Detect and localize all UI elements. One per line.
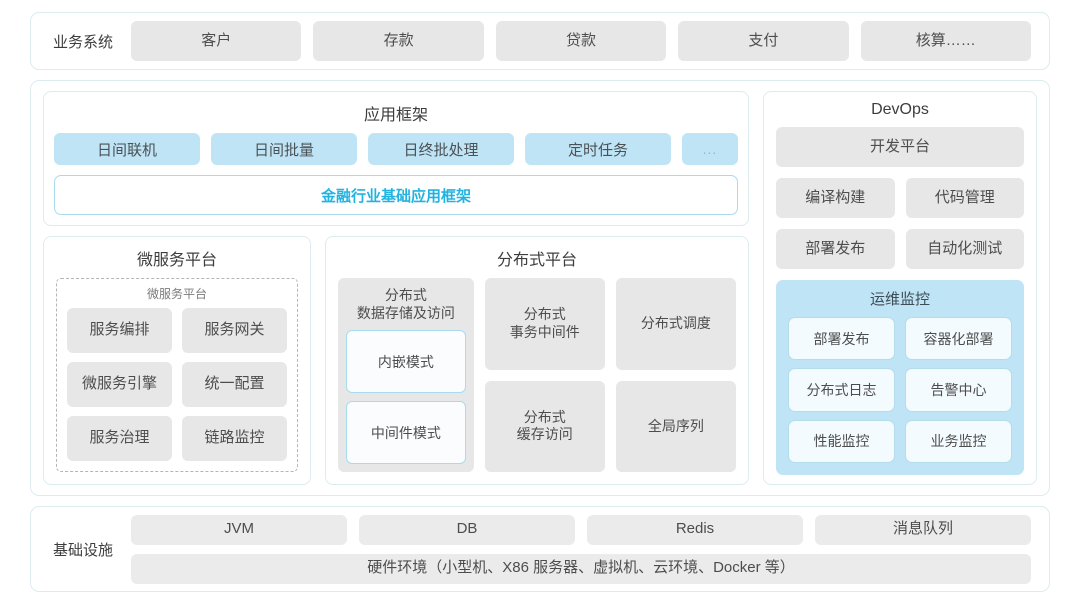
business-system-chip-loan[interactable]: 贷款 (495, 21, 667, 61)
infrastructure-hardware-bar[interactable]: 硬件环境（小型机、X86 服务器、虚拟机、云环境、Docker 等） (131, 553, 1031, 584)
devops-chip-deploy-release[interactable]: 部署发布 (776, 229, 895, 269)
business-system-chip-list: 客户 存款 贷款 支付 核算…… (131, 21, 1037, 61)
microservice-chip-trace-monitor[interactable]: 链路监控 (182, 416, 287, 461)
distributed-data-storage-title-line1: 分布式 (384, 287, 427, 303)
financial-base-framework-box[interactable]: 金融行业基础应用框架 (54, 175, 738, 215)
app-framework-panel: 应用框架 日间联机 日间批量 日终批处理 定时任务 ... 金融行业基础应用框架 (43, 91, 749, 226)
devops-chip-automated-test[interactable]: 自动化测试 (905, 229, 1024, 269)
microservice-chip-service-gateway[interactable]: 服务网关 (182, 308, 287, 353)
distributed-other-items: 分布式事务中间件 分布式调度 分布式缓存访问 全局序列 (484, 278, 736, 472)
devops-chip-dev-platform[interactable]: 开发平台 (776, 127, 1024, 167)
business-system-chip-deposit[interactable]: 存款 (313, 21, 484, 61)
ops-monitor-grid: 部署发布 容器化部署 分布式日志 告警中心 性能监控 业务监控 (788, 317, 1012, 463)
distributed-platform-panel: 分布式平台 分布式 数据存储及访问 内嵌模式 中间件模式 (325, 236, 749, 485)
microservice-platform-inner-title: 微服务平台 (146, 287, 207, 301)
distributed-mode-middleware[interactable]: 中间件模式 (346, 401, 466, 464)
microservice-platform-grid: 服务编排 服务网关 微服务引擎 统一配置 服务治理 链路监控 (67, 308, 287, 461)
microservice-platform-title: 微服务平台 (136, 252, 217, 269)
devops-chip-code-management[interactable]: 代码管理 (905, 178, 1024, 218)
platform-left-column: 应用框架 日间联机 日间批量 日终批处理 定时任务 ... 金融行业基础应用框架… (43, 91, 749, 485)
business-system-chip-accounting[interactable]: 核算…… (860, 21, 1031, 61)
distributed-chip-transaction-middleware[interactable]: 分布式事务中间件 (484, 278, 605, 370)
ops-monitor-title: 运维监控 (869, 291, 930, 308)
platform-section: 应用框架 日间联机 日间批量 日终批处理 定时任务 ... 金融行业基础应用框架… (30, 80, 1050, 496)
business-system-chip-customer[interactable]: 客户 (131, 21, 302, 61)
distributed-chip-cache-access[interactable]: 分布式缓存访问 (484, 380, 605, 472)
distributed-chip-transaction-middleware-text: 分布式事务中间件 (509, 306, 580, 340)
ops-monitor-panel: 运维监控 部署发布 容器化部署 分布式日志 告警中心 性能监控 业务监控 (776, 280, 1024, 475)
app-framework-chip-eod-batch[interactable]: 日终批处理 (368, 133, 514, 165)
infrastructure-chip-list: JVM DB Redis 消息队列 (131, 514, 1032, 545)
devops-pair-row-2: 部署发布 自动化测试 (776, 229, 1024, 269)
app-framework-title: 应用框架 (363, 107, 428, 124)
distributed-chip-global-sequence[interactable]: 全局序列 (615, 380, 736, 472)
microservice-platform-panel: 微服务平台 微服务平台 服务编排 服务网关 微服务引擎 统一配置 服务治理 链路… (43, 236, 311, 485)
devops-chip-compile-build[interactable]: 编译构建 (776, 178, 895, 218)
platform-row: 微服务平台 微服务平台 服务编排 服务网关 微服务引擎 统一配置 服务治理 链路… (43, 236, 749, 485)
microservice-chip-service-governance[interactable]: 服务治理 (67, 416, 172, 461)
app-framework-chip-daytime-batch[interactable]: 日间批量 (211, 133, 357, 165)
infrastructure-chip-message-queue[interactable]: 消息队列 (815, 514, 1032, 545)
distributed-platform-grid: 分布式 数据存储及访问 内嵌模式 中间件模式 分布式事务中间件 (338, 278, 736, 472)
devops-pair-row-1: 编译构建 代码管理 (776, 178, 1024, 218)
microservice-chip-unified-config[interactable]: 统一配置 (182, 362, 287, 407)
app-framework-chip-list: 日间联机 日间批量 日终批处理 定时任务 ... (54, 133, 738, 165)
distributed-mode-embedded[interactable]: 内嵌模式 (346, 330, 466, 394)
distributed-chip-scheduling[interactable]: 分布式调度 (615, 278, 736, 370)
infrastructure-label: 基础设施 (53, 541, 114, 559)
distributed-chip-cache-access-text: 分布式缓存访问 (516, 408, 573, 443)
ops-pill-containerized-deploy[interactable]: 容器化部署 (905, 317, 1012, 361)
app-framework-chip-daytime-online[interactable]: 日间联机 (54, 133, 200, 165)
distributed-platform-title: 分布式平台 (496, 252, 577, 269)
distributed-data-storage-title: 分布式 数据存储及访问 (346, 286, 466, 322)
devops-title: DevOps (871, 101, 929, 118)
devops-body: 开发平台 编译构建 代码管理 部署发布 自动化测试 运维监控 部署发布 容器化部… (764, 127, 1036, 475)
microservice-chip-microservice-engine[interactable]: 微服务引擎 (67, 362, 172, 407)
microservice-chip-service-orchestration[interactable]: 服务编排 (67, 308, 172, 353)
app-framework-chip-more[interactable]: ... (682, 133, 738, 165)
infrastructure-stack: JVM DB Redis 消息队列 硬件环境（小型机、X86 服务器、虚拟机、云… (131, 514, 1037, 584)
microservice-platform-dashed-group: 微服务平台 服务编排 服务网关 微服务引擎 统一配置 服务治理 链路监控 (56, 278, 298, 472)
infrastructure-section: 基础设施 JVM DB Redis 消息队列 硬件环境（小型机、X86 服务器、… (30, 506, 1050, 592)
business-system-section: 业务系统 客户 存款 贷款 支付 核算…… (30, 12, 1050, 70)
ops-pill-deploy-release[interactable]: 部署发布 (788, 317, 895, 361)
business-system-chip-payment[interactable]: 支付 (678, 21, 849, 61)
infrastructure-chip-redis[interactable]: Redis (587, 514, 804, 545)
infrastructure-chip-jvm[interactable]: JVM (131, 514, 348, 545)
ops-pill-alert-center[interactable]: 告警中心 (905, 368, 1012, 412)
ops-pill-business-monitor[interactable]: 业务监控 (905, 419, 1012, 463)
app-framework-chip-scheduled-task[interactable]: 定时任务 (525, 133, 671, 165)
devops-panel: DevOps 开发平台 编译构建 代码管理 部署发布 自动化测试 运维监控 部署… (763, 91, 1037, 485)
ops-pill-distributed-log[interactable]: 分布式日志 (788, 368, 895, 412)
ops-pill-performance-monitor[interactable]: 性能监控 (788, 419, 895, 463)
infrastructure-chip-db[interactable]: DB (359, 514, 576, 545)
business-system-label: 业务系统 (53, 33, 114, 51)
distributed-data-storage-group[interactable]: 分布式 数据存储及访问 内嵌模式 中间件模式 (338, 278, 474, 472)
distributed-data-storage-title-line2: 数据存储及访问 (356, 305, 455, 322)
